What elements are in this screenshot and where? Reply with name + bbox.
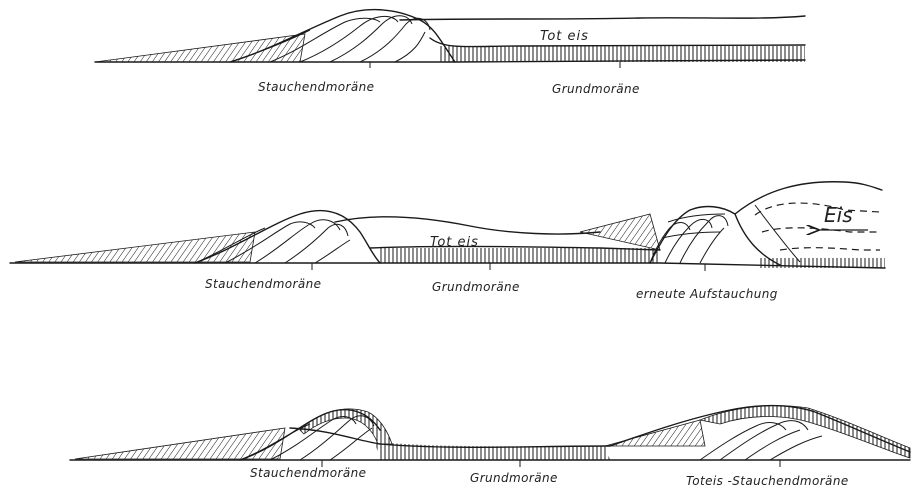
- panel-3-foreland-wedge: [75, 428, 285, 459]
- panel-3-toteis-stauchendmoraene-label: Toteis -Stauchendmoräne: [686, 474, 849, 488]
- panel-1-toteis-body: [400, 16, 805, 20]
- panel-2-baseline: [10, 263, 885, 268]
- panel-3: Stauchendmoräne Grundmoräne Toteis -Stau…: [70, 406, 910, 488]
- panel-1-toteis-bottom: [430, 38, 805, 47]
- panel-3-grundmoraene-hatch: [375, 442, 610, 460]
- panel-2-grundmoraene-hatch: [380, 248, 660, 263]
- panel-2-active-glacier: [735, 182, 882, 265]
- panel-1-toteis-label: Tot eis: [540, 29, 589, 44]
- panel-1-foreland-wedge: [95, 34, 305, 62]
- panel-3-moraine-cap-hatch: [300, 409, 392, 444]
- panel-3-toteis-cap-hatch: [700, 406, 910, 458]
- panel-3-grundmoraene-label: Grundmoräne: [470, 471, 558, 485]
- panel-3-toteis-stauchendmoraene-layers: [605, 406, 910, 460]
- panel-2-aufstauchung-wedge: [580, 214, 660, 250]
- panel-2-foreland-wedge: [15, 232, 255, 262]
- panel-2-stauchendmoraene-label: Stauchendmoräne: [205, 277, 321, 291]
- panel-2-toteis-label: Tot eis: [430, 235, 479, 250]
- panel-2-aufstauchung-label: erneute Aufstauchung: [636, 287, 778, 301]
- panel-1-stauchendmoraene-label: Stauchendmoräne: [258, 80, 374, 94]
- panel-2: Tot eis Eis Stauchendmoräne Grundmoräne …: [10, 182, 885, 301]
- panel-2-grundmoraene-label: Grundmoräne: [432, 280, 520, 294]
- panel-2-toteis-body: [335, 217, 600, 234]
- panel-1: Tot eis Stauchendmoräne Grundmoräne: [95, 10, 805, 96]
- panel-1-grundmoraene-hatch: [440, 46, 805, 62]
- panel-3-stauchendmoraene-label: Stauchendmoräne: [250, 466, 366, 480]
- panel-1-grundmoraene-label: Grundmoräne: [552, 82, 640, 96]
- panel-2-ice-hatch: [760, 258, 885, 268]
- panel-2-eis-label: Eis: [824, 203, 853, 227]
